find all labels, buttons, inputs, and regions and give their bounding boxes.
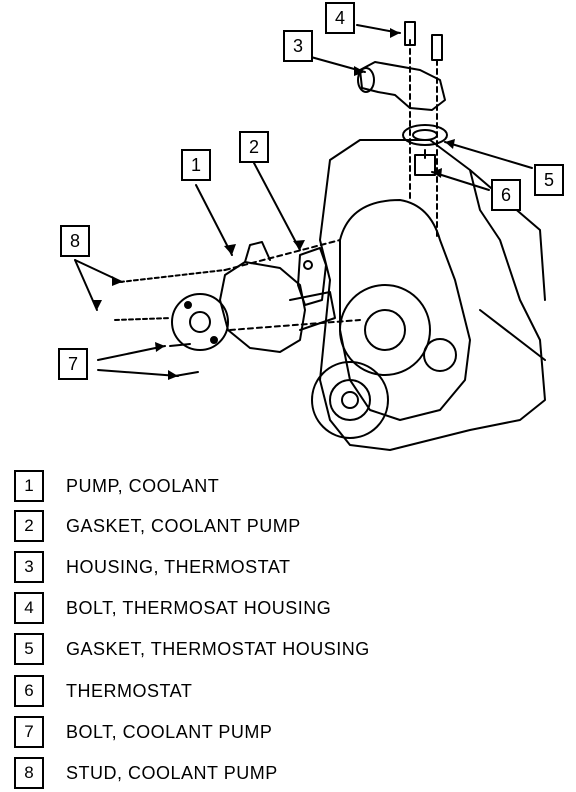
pump-pulley-flange xyxy=(171,293,229,351)
legend-item: 8 STUD, COOLANT PUMP xyxy=(14,757,278,789)
exploded-view-diagram: 1 2 3 4 5 6 7 8 xyxy=(58,2,564,451)
callout-6: 6 xyxy=(491,179,521,211)
callout-7: 7 xyxy=(58,348,88,380)
legend-item: 3 HOUSING, THERMOSTAT xyxy=(14,551,291,583)
legend-number: 4 xyxy=(14,592,44,624)
legend-label: STUD, COOLANT PUMP xyxy=(66,762,278,783)
timing-cover xyxy=(339,199,471,421)
thermostat-gasket xyxy=(402,124,448,146)
legend-label: GASKET, COOLANT PUMP xyxy=(66,515,301,536)
legend-label: BOLT, COOLANT PUMP xyxy=(66,721,273,742)
legend-number: 3 xyxy=(14,551,44,583)
bolt-upper xyxy=(169,343,191,347)
water-pump-body xyxy=(219,261,306,353)
thermostat-part xyxy=(414,154,436,176)
legend-label: BOLT, THERMOSAT HOUSING xyxy=(66,597,332,618)
callout-8: 8 xyxy=(60,225,90,257)
stud-lower xyxy=(114,317,171,321)
legend-item: 6 THERMOSTAT xyxy=(14,675,192,707)
bolt-lower xyxy=(174,371,199,377)
engine-block xyxy=(319,139,546,451)
legend-number: 8 xyxy=(14,757,44,789)
legend-number: 7 xyxy=(14,716,44,748)
legend-item: 2 GASKET, COOLANT PUMP xyxy=(14,510,301,542)
thermostat-housing xyxy=(359,61,446,111)
legend-label: PUMP, COOLANT xyxy=(66,475,220,496)
legend-number: 1 xyxy=(14,470,44,502)
legend-number: 2 xyxy=(14,510,44,542)
legend-item: 7 BOLT, COOLANT PUMP xyxy=(14,716,272,748)
legend-label: HOUSING, THERMOSTAT xyxy=(66,556,291,577)
housing-bolt-left xyxy=(404,21,416,46)
stud-upper xyxy=(119,269,226,283)
timing-pulley xyxy=(339,284,431,376)
callout-2: 2 xyxy=(239,131,269,163)
pump-gasket xyxy=(297,247,327,306)
legend-label: GASKET, THERMOSTAT HOUSING xyxy=(66,638,370,659)
legend-number: 6 xyxy=(14,675,44,707)
legend-number: 5 xyxy=(14,633,44,665)
callout-4: 4 xyxy=(325,2,355,34)
callout-1: 1 xyxy=(181,149,211,181)
engine-illustration xyxy=(74,21,546,451)
legend-item: 4 BOLT, THERMOSAT HOUSING xyxy=(14,592,331,624)
legend-item: 5 GASKET, THERMOSTAT HOUSING xyxy=(14,633,370,665)
housing-bolt-right xyxy=(431,34,443,61)
legend-item: 1 PUMP, COOLANT xyxy=(14,470,219,502)
crankshaft-damper xyxy=(311,361,389,439)
callout-5: 5 xyxy=(534,164,564,196)
legend-label: THERMOSTAT xyxy=(66,680,193,701)
callout-3: 3 xyxy=(283,30,313,62)
